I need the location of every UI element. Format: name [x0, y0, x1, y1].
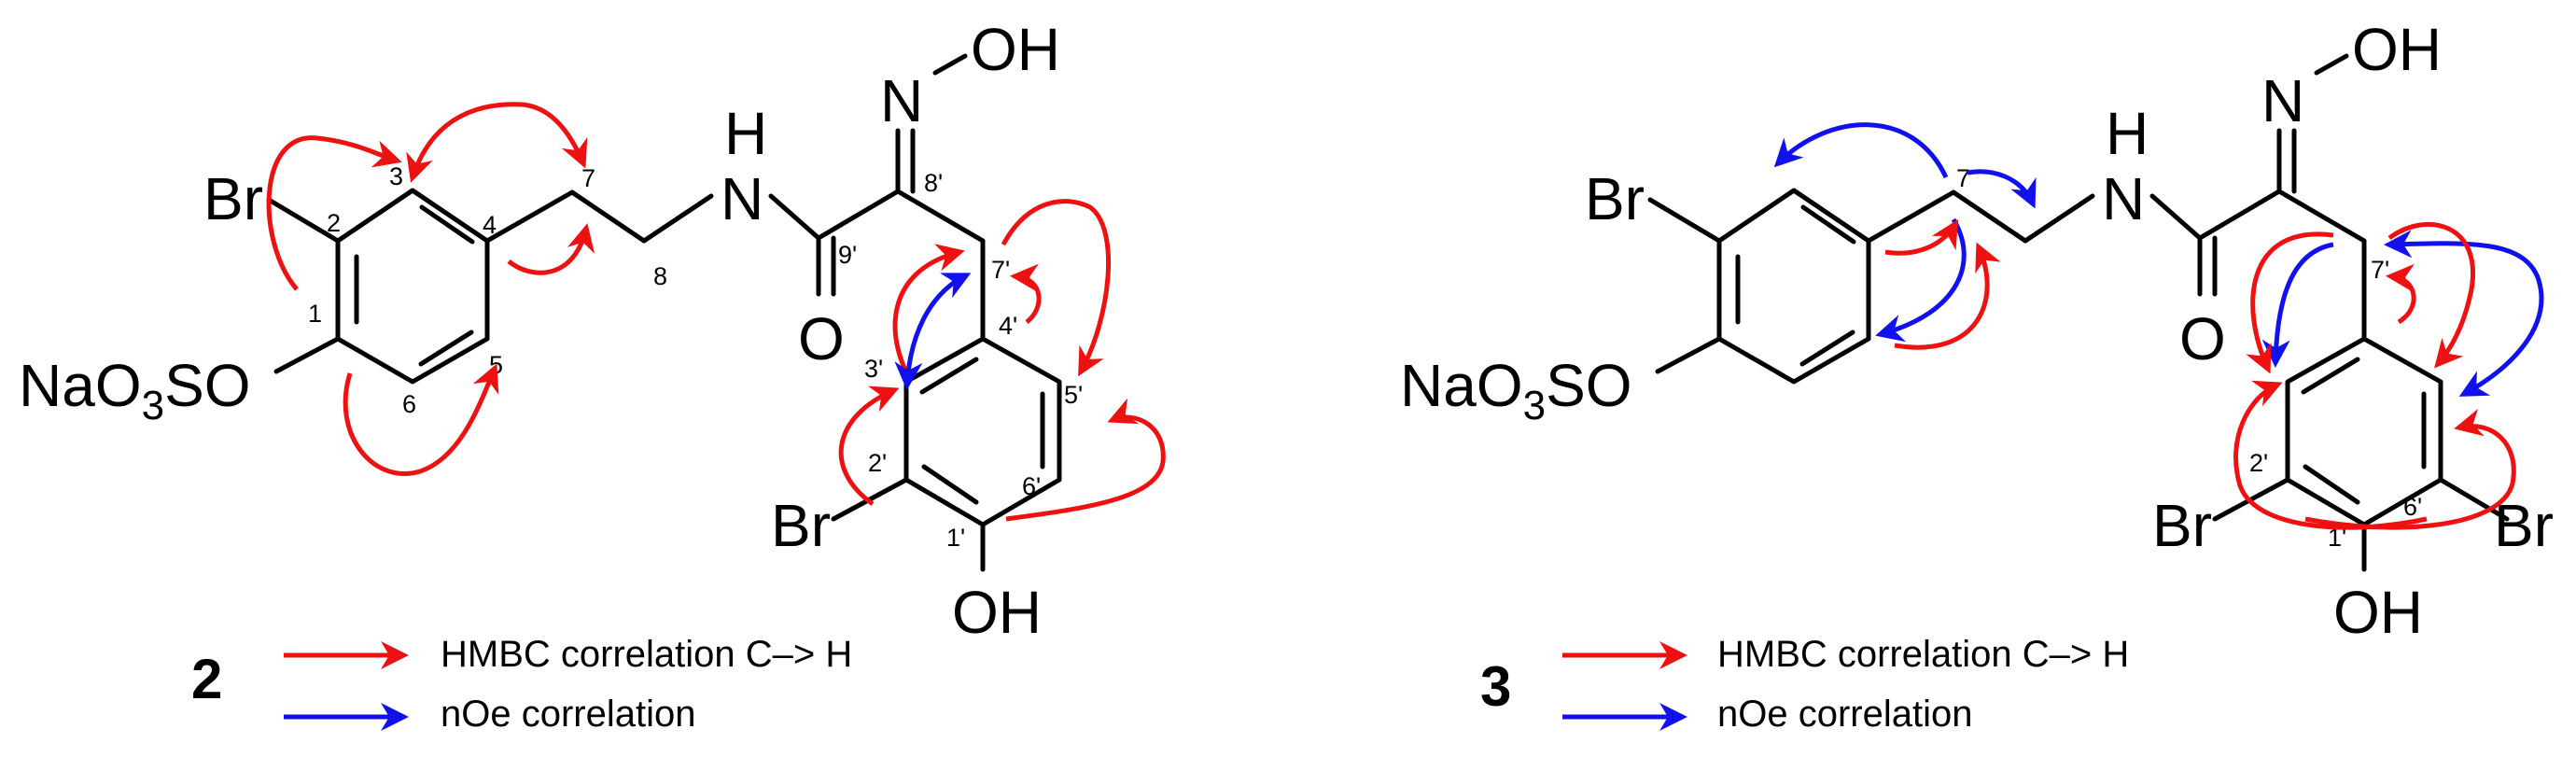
locant: 3 — [389, 162, 403, 190]
hmbc-arrow — [1010, 263, 1042, 324]
compound-2-structure: Br NaO3SO N H N OH O Br OH 2 3 4 7 1 8 6… — [19, 16, 1166, 646]
noe-arrow — [1773, 122, 1949, 179]
locant: 9' — [838, 241, 857, 269]
locant: 2 — [327, 209, 341, 237]
locant: 1 — [308, 300, 322, 328]
compound-2-br-right: Br — [771, 492, 831, 559]
compound-2-legend-noe: nOe correlation — [441, 694, 695, 735]
compound-3-nh-n: N — [2102, 165, 2145, 232]
compound-2-left-ring — [335, 188, 490, 385]
compound-2-oxime-n: N — [880, 67, 923, 134]
hmbc-arrow — [2386, 263, 2416, 325]
compound-3-nh-h: H — [2106, 100, 2149, 167]
compound-3-br-a: Br — [2152, 492, 2212, 559]
noe-arrow — [2261, 242, 2334, 368]
hmbc-arrow — [266, 135, 402, 291]
noe-arrow — [1875, 217, 1967, 343]
compound-3-legend-hmbc: HMBC correlation C–> H — [1717, 634, 2129, 675]
compound-2-legend-hmbc: HMBC correlation C–> H — [441, 634, 852, 675]
locant: 8 — [653, 262, 667, 290]
locant: 4 — [483, 211, 497, 239]
compound-2-nh-n: N — [721, 165, 763, 232]
locant: 8' — [924, 169, 943, 197]
locant: 7' — [2371, 256, 2389, 284]
hmbc-arrow — [406, 102, 588, 183]
compound-2-hmbc-arrows — [266, 102, 1166, 522]
locant: 6' — [2403, 493, 2422, 521]
locant: 1' — [946, 524, 965, 552]
hmbc-arrow — [2387, 222, 2476, 369]
compound-2-carbonyl-o: O — [798, 305, 845, 372]
compound-2-nh-h: H — [724, 100, 767, 167]
compound-3-oxime-n: N — [2261, 67, 2304, 134]
locant: 7 — [581, 164, 595, 192]
compound-3-left-ring — [1716, 188, 1871, 385]
hmbc-arrow — [507, 223, 595, 275]
noe-arrow — [1967, 169, 2037, 209]
hmbc-arrow — [1884, 218, 1959, 256]
compound-3-nao3so: NaO3SO — [1400, 352, 1632, 428]
locant: 3' — [864, 355, 883, 383]
locant: 2' — [868, 449, 887, 477]
compound-3-hmbc-arrows — [1884, 218, 2516, 530]
compound-3-number: 3 — [1480, 655, 1511, 718]
compound-3-br-left: Br — [1585, 165, 1645, 232]
hmbc-arrow — [2246, 231, 2334, 374]
locant: 6 — [402, 390, 416, 418]
compound-2-phenol-oh: OH — [952, 579, 1042, 646]
compound-3-structure: Br NaO3SO N H N OH O Br Br OH 7 7' 2' 1'… — [1400, 16, 2554, 646]
compound-3-oxime-oh: OH — [2352, 16, 2442, 83]
compound-2-oxime-oh: OH — [971, 16, 1060, 83]
hmbc-arrow — [838, 386, 900, 507]
noe-arrow — [2384, 230, 2544, 397]
locant: 7 — [1956, 164, 1970, 192]
hmbc-arrow — [1001, 199, 1112, 377]
hmbc-arrow — [343, 363, 499, 476]
compound-3-carbonyl-o: O — [2179, 305, 2226, 372]
compound-3-br-b: Br — [2494, 492, 2554, 559]
compound-2-number: 2 — [191, 648, 222, 710]
compound-2-br-left: Br — [203, 165, 263, 232]
hmbc-arrow — [1894, 242, 2001, 350]
locant: 7' — [991, 256, 1010, 284]
hmbc-arrow — [1005, 398, 1166, 522]
compound-3-legend-noe: nOe correlation — [1717, 694, 1972, 735]
locant: 1' — [2328, 524, 2346, 552]
compound-3-phenol-oh: OH — [2333, 579, 2423, 646]
compound-3-noe-arrows — [1773, 122, 2544, 397]
noe-arrow — [894, 273, 972, 390]
compound-2-nao3so: NaO3SO — [19, 352, 251, 428]
locant: 2' — [2249, 449, 2268, 477]
locant: 4' — [999, 312, 1017, 340]
compound-3-legend: 3 HMBC correlation C–> H nOe correlation — [1480, 634, 2129, 735]
locant: 5' — [1064, 381, 1083, 409]
hmbc-arrow — [2304, 409, 2516, 530]
compound-2-legend: 2 HMBC correlation C–> H nOe correlation — [191, 634, 852, 735]
locant: 6' — [1022, 472, 1041, 500]
